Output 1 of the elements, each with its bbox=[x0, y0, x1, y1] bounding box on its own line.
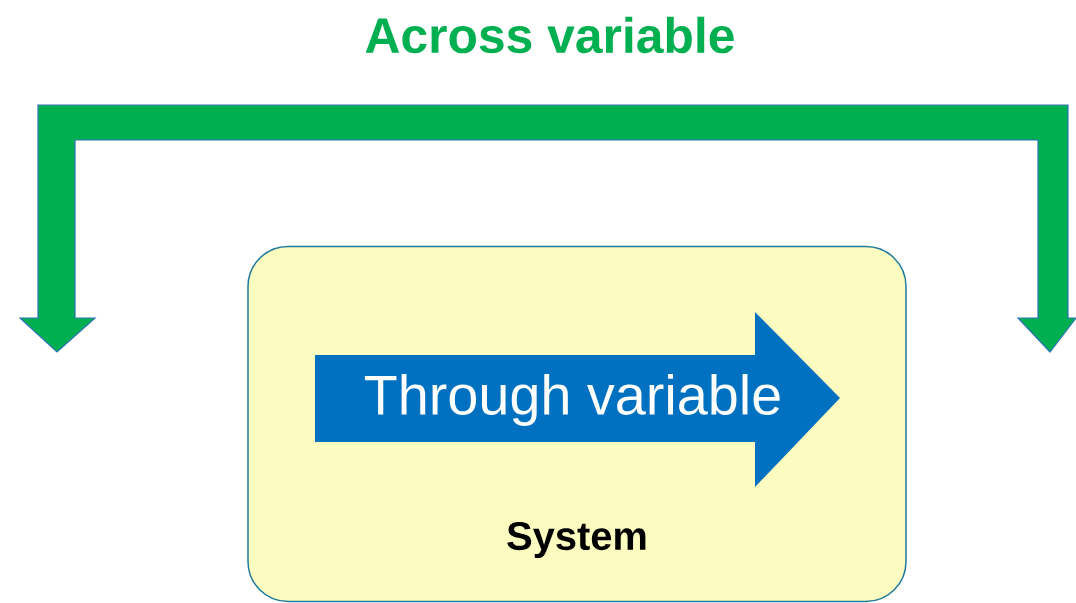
title: Across variable bbox=[365, 16, 734, 54]
